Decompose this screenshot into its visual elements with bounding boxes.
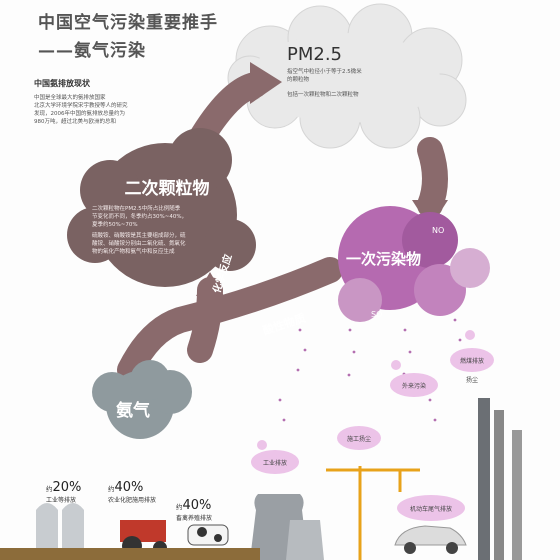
stat-value: 40%	[182, 498, 212, 513]
stat-value: 40%	[114, 480, 144, 495]
stat-livestock: 约40% 畜禽养殖排放	[176, 498, 212, 522]
secondary-particle-title: 二次颗粒物	[124, 179, 210, 199]
secondary-desc2-line: 酸铵、硝酸铵分别由二氧化硫、氮氧化	[92, 241, 186, 247]
stat-desc: 农业化肥施用排放	[108, 497, 157, 504]
secondary-desc2-line: 物的氧化产物和氨气中和反应生成	[92, 249, 175, 255]
stat-industrial: 约20% 工业等排放	[46, 480, 81, 504]
stat-prefix: 约	[46, 485, 53, 493]
cow	[187, 524, 229, 546]
factory-chimneys	[478, 398, 522, 560]
secondary-particle-blob	[67, 128, 256, 287]
pm25-desc-line: 指空气中粒径小于等于2.5微米	[287, 69, 362, 75]
so-label: SO	[371, 310, 383, 319]
source-label-external: 外来污染	[401, 383, 426, 390]
secondary-desc2-line: 硫酸铵、硝酸铵是其主要组成部分，硫	[92, 233, 186, 239]
source-label-construction: 施工扬尘	[346, 436, 371, 443]
page-title: 中国空气污染重要推手	[38, 13, 218, 33]
ammonia-cloud	[92, 360, 192, 439]
stat-desc: 畜禽养殖排放	[176, 515, 213, 522]
ammonia-label: 氨气	[116, 401, 150, 421]
pm25-description: 指空气中粒径小于等于2.5微米 的颗粒物	[287, 68, 422, 84]
stat-desc: 工业等排放	[46, 497, 77, 504]
intro-line: 北京大学环境学院宋宇教授等人的研究	[34, 103, 128, 109]
no-label: NO	[432, 226, 445, 235]
secondary-particle-desc: 二次颗粒物在PM2.5中所占比例随季 节变化而不同，冬季约占30%~40%， 夏…	[92, 205, 232, 229]
arrow-head-to-pm25	[250, 62, 282, 104]
car	[394, 525, 467, 554]
emission-dots	[278, 318, 462, 422]
intro-line: 中国是全球最大的氨排放国家	[34, 95, 106, 101]
source-label-coal: 燃煤排放	[459, 358, 484, 365]
silos	[36, 503, 84, 550]
cooling-towers	[250, 494, 324, 560]
ground	[0, 548, 260, 560]
construction-crane	[326, 466, 420, 560]
primary-pollutant-blob	[338, 206, 490, 322]
source-bubbles	[251, 330, 494, 521]
secondary-particle-desc2: 硫酸铵、硝酸铵是其主要组成部分，硫 酸铵、硝酸铵分别由二氧化硫、氮氧化 物的氧化…	[92, 232, 237, 256]
source-label-dust: 扬尘	[465, 377, 478, 384]
stat-prefix: 约	[108, 485, 115, 493]
source-label-industrial: 工业排放	[262, 460, 287, 467]
intro-text: 中国是全球最大的氨排放国家 北京大学环境学院宋宇教授等人的研究 发现，2006年…	[34, 94, 174, 126]
stat-agriculture: 约40% 农业化肥施用排放	[108, 480, 156, 504]
arrow-head-to-secondary	[196, 272, 224, 296]
stat-value: 20%	[52, 480, 82, 495]
pm25-title: PM2.5	[287, 44, 343, 65]
stat-prefix: 约	[176, 503, 183, 511]
pm25-include: 包括一次颗粒物和二次颗粒物	[287, 92, 359, 98]
intro-line: 980万吨，超过北美与欧洲的总和	[34, 119, 116, 125]
primary-pollutant-title: 一次污染物	[346, 250, 422, 268]
page-subtitle: ——氨气污染	[38, 41, 146, 61]
secondary-desc-line: 夏季约50%~70%	[92, 222, 138, 228]
intro-line: 发现，2006年中国的氨排放总量约为	[34, 111, 125, 117]
source-label-vehicle: 机动车尾气排放	[409, 506, 452, 513]
pm25-desc-line: 的颗粒物	[287, 77, 310, 83]
secondary-desc-line: 节变化而不同，冬季约占30%~40%，	[92, 214, 188, 220]
intro-heading: 中国氨排放现状	[34, 79, 90, 88]
secondary-desc-line: 二次颗粒物在PM2.5中所占比例随季	[92, 206, 181, 212]
